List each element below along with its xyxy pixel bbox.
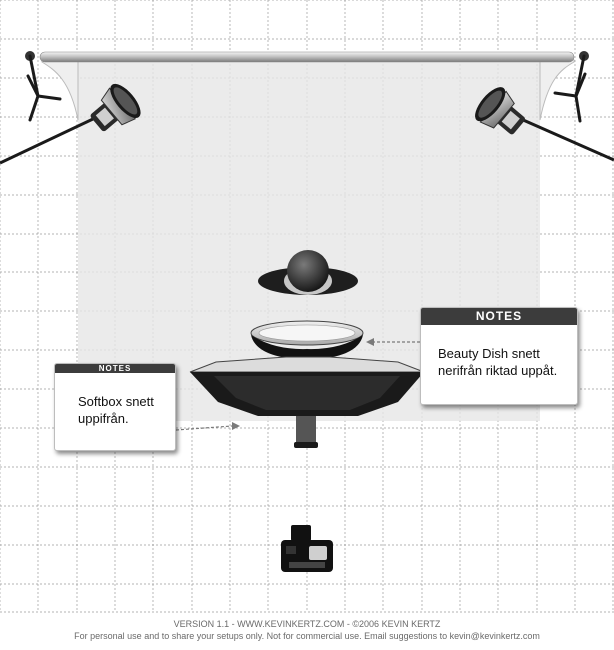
subject-person	[258, 250, 358, 295]
backdrop-support-rod	[25, 51, 589, 63]
note-header: NOTES	[55, 364, 175, 373]
note-softbox: NOTES Softbox snett uppifrån.	[54, 363, 176, 451]
note-beauty-dish: NOTES Beauty Dish snett nerifrån riktad …	[420, 307, 578, 405]
note-arrow-right	[366, 338, 420, 346]
footer-license-line: For personal use and to share your setup…	[74, 631, 540, 641]
backdrop-stand-left	[26, 54, 62, 122]
note-text: Beauty Dish snett nerifrån riktad uppåt.	[438, 346, 558, 378]
strobe-light-left	[0, 83, 141, 165]
note-arrow-left	[175, 422, 240, 431]
note-header: NOTES	[421, 308, 577, 325]
camera-icon	[281, 525, 333, 572]
beauty-dish	[250, 320, 364, 360]
footer: VERSION 1.1 - WWW.KEVINKERTZ.COM - ©2006…	[0, 618, 614, 642]
strobe-light-right	[475, 87, 614, 162]
softbox	[189, 356, 425, 448]
backdrop-stand-right	[553, 54, 587, 123]
footer-version-line: VERSION 1.1 - WWW.KEVINKERTZ.COM - ©2006…	[173, 619, 441, 629]
note-text: Softbox snett uppifrån.	[78, 394, 154, 426]
